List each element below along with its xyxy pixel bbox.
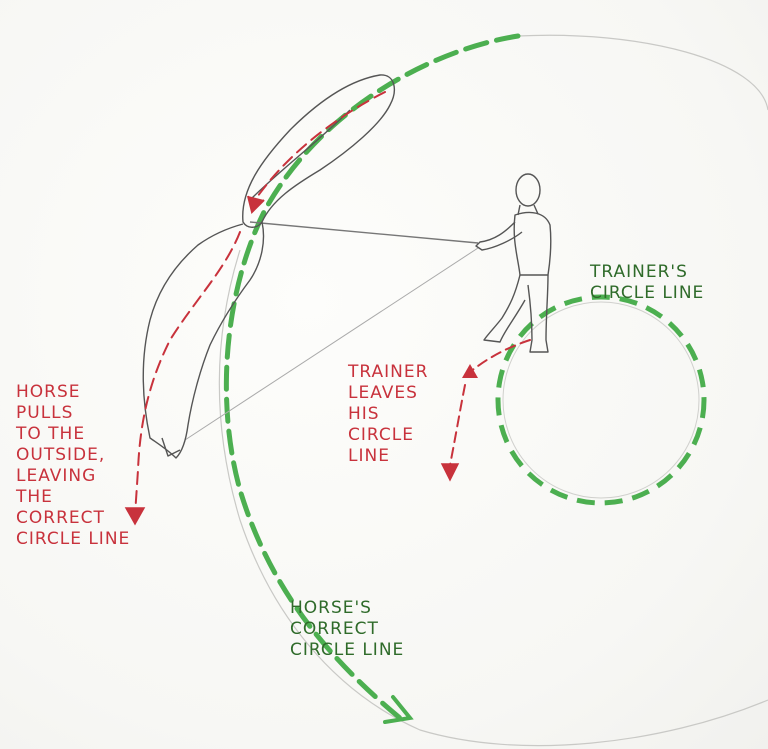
trainer-leaves-label: TRAINER LEAVES HIS CIRCLE LINE — [348, 362, 429, 466]
trainer-figure — [475, 173, 552, 353]
trainer-path-arrowhead-bottom — [440, 463, 460, 482]
whip-line — [184, 247, 479, 441]
horse-circle-pencil-outline — [218, 34, 768, 747]
trainer-circle-pencil-outline — [502, 301, 700, 499]
horse-circle-line — [223, 33, 521, 721]
trainers-circle-label: TRAINER'S CIRCLE LINE — [590, 262, 705, 303]
trainer-path-arrowhead-top — [462, 364, 478, 378]
horse-pulls-label: HORSE PULLS TO THE OUTSIDE, LEAVING THE … — [16, 382, 131, 549]
lunge-line — [249, 221, 479, 244]
trainer-path-arrow — [449, 339, 531, 466]
trainer-circle-line — [495, 294, 707, 506]
horses-circle-label: HORSE'S CORRECT CIRCLE LINE — [290, 598, 405, 660]
horse-path-arrow — [134, 91, 386, 516]
horse-circle-arrowhead — [383, 695, 414, 724]
horse-path-arrowhead-bottom — [124, 507, 146, 526]
horse-path-arrowhead-top — [247, 195, 265, 214]
horse-sketch — [142, 74, 396, 459]
